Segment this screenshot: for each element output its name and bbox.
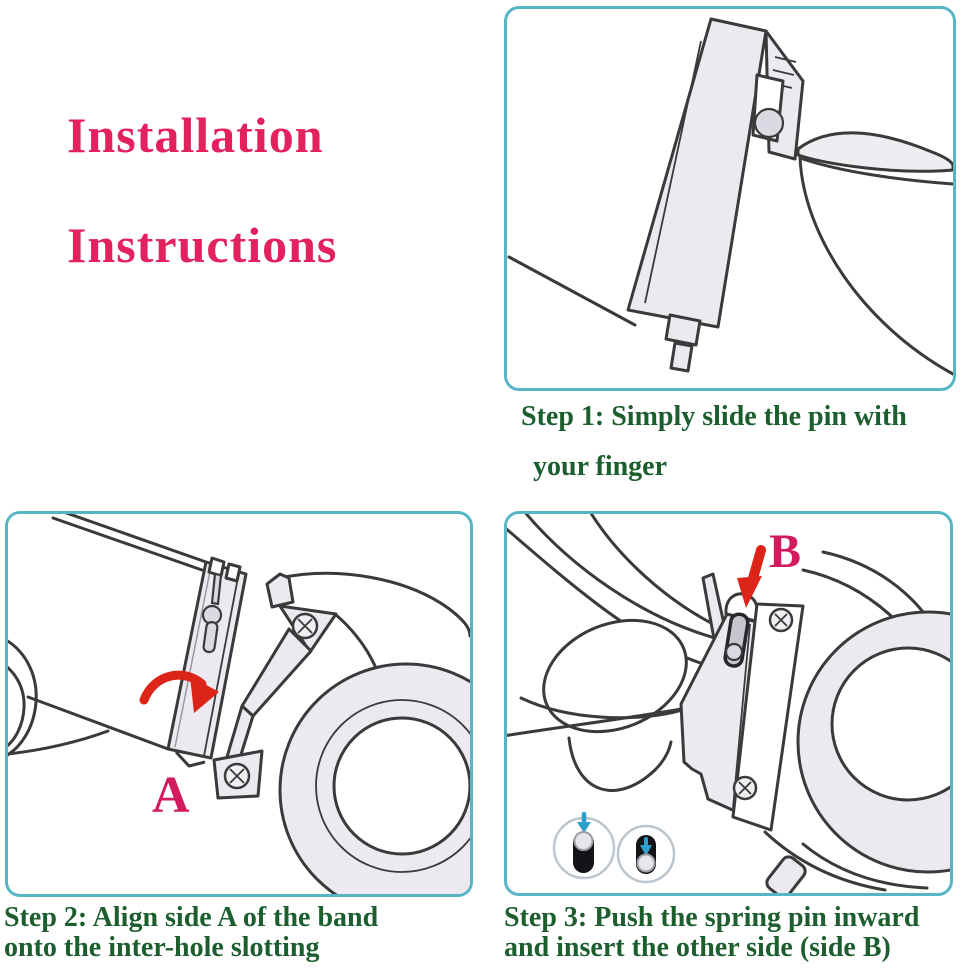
watch-strap — [8, 514, 208, 751]
band-hole — [332, 716, 470, 856]
finger-icon — [796, 131, 953, 376]
step1-caption-line2: your finger — [533, 451, 668, 482]
step3-caption: Step 3: Push the spring pin inward and i… — [504, 903, 919, 963]
page-title-line1: Installation — [67, 107, 324, 163]
step2-illustration — [8, 514, 470, 894]
wrist-line — [507, 255, 637, 327]
spring-pin-knob-icon — [724, 642, 744, 662]
page-title: Installation Instructions — [67, 110, 337, 270]
hand-outline — [8, 639, 110, 757]
screw-icon — [291, 612, 319, 640]
step1-caption-line1: Step 1: Simply slide the pin with — [521, 401, 907, 432]
screw-icon — [732, 775, 758, 801]
spring-pin-rod — [210, 572, 223, 606]
clasp-detail — [765, 855, 807, 893]
spring-pin-knob-icon — [753, 107, 785, 139]
step1-panel — [504, 6, 956, 391]
step3-panel: B — [504, 511, 953, 896]
watch-case — [763, 550, 950, 893]
band-hole — [830, 646, 950, 802]
step2-caption: Step 2: Align side A of the band onto th… — [4, 903, 378, 963]
step1-caption: Step 1: Simply slide the pin with your f… — [521, 392, 907, 492]
watch-band-end — [626, 17, 805, 373]
step1-illustration — [507, 17, 953, 376]
step3-illustration — [507, 514, 950, 893]
screw-icon — [223, 762, 251, 790]
step2-caption-line2: onto the inter-hole slotting — [4, 932, 320, 963]
band-connector — [166, 556, 248, 768]
rotate-arrow-icon — [139, 670, 219, 713]
step3-caption-line1: Step 3: Push the spring pin inward — [504, 902, 920, 933]
side-b-marker: B — [769, 525, 802, 578]
screw-icon — [768, 607, 794, 633]
step2-caption-line1: Step 2: Align side A of the band — [4, 902, 379, 933]
step2-panel: A — [5, 511, 473, 897]
step3-caption-line2: and insert the other side (side B) — [504, 932, 891, 963]
watch-case — [278, 571, 470, 894]
lug-arms — [212, 572, 338, 800]
pin-extended-icon — [552, 811, 616, 880]
side-a-marker: A — [152, 767, 190, 824]
pin-compressed-icon — [616, 824, 676, 884]
page-title-line2: Instructions — [67, 217, 338, 273]
down-arrow-icon — [737, 545, 766, 608]
lug-plate — [731, 602, 805, 832]
thumb-outline — [507, 618, 688, 792]
